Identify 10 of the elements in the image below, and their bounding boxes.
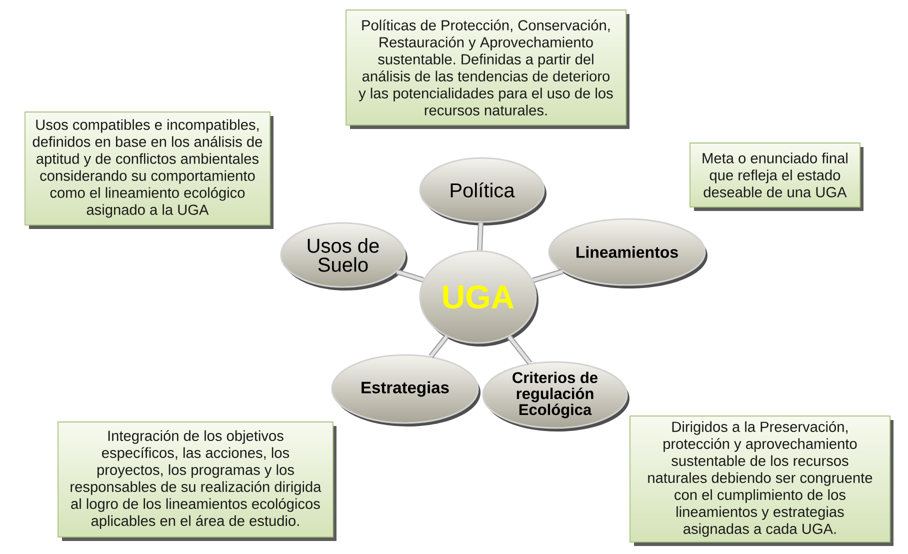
text-box: Políticas de Protección, Conservación, Restauración y Aprovechamiento sustentable. Definidas a partir del análisis de las tendencias de deterioro y las potencialidades para el uso de los recursos naturales. xyxy=(346,10,630,129)
connector-line xyxy=(428,334,449,358)
text-box: Integración de los objetivos específicos, las acciones, los proyectos, los programas y los responsables de su realización dirigida al logro de los lineamientos ecológicos aplicables en el área de estudio. xyxy=(58,422,336,541)
text-box: Usos compatibles e incompatibles, definidos en base en los análisis de aptitud y de conflictos ambientales considerando su comportamiento como el lineamiento ecológico asignado a la UGA xyxy=(24,112,274,229)
connector-line xyxy=(532,268,564,283)
text-box: Dirigidos a la Preservación, protección y aprovechamiento sustentable de los recursos naturales debiendo ser congruente con el cumplimiento de los lineamientos y estrategias asignadas a cada UGA. xyxy=(630,416,894,546)
connector-line xyxy=(396,269,424,283)
connector-line xyxy=(507,335,532,365)
connector-line xyxy=(477,222,484,250)
text-box: Meta o enunciado final que refleja el estado deseable de una UGA xyxy=(690,142,864,211)
